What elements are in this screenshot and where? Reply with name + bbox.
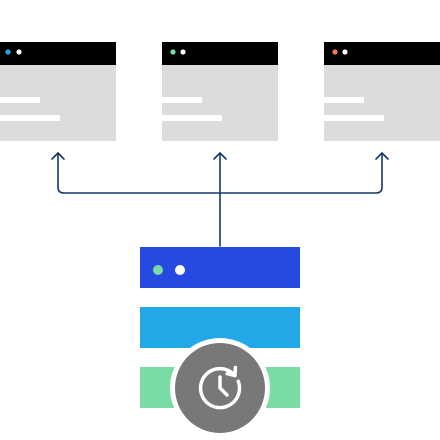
client-window-left	[0, 42, 116, 141]
connector-lines	[51, 152, 389, 247]
window-text-line	[0, 115, 60, 121]
server-status-dot-green	[153, 265, 163, 275]
refresh-clock-icon	[198, 365, 242, 410]
connector-right-branch	[219, 152, 383, 194]
window-text-line	[324, 115, 384, 121]
server-layer-top	[140, 247, 300, 288]
window-text-line	[324, 97, 364, 103]
window-dot-white	[342, 49, 348, 55]
sync-badge	[170, 338, 270, 438]
window-titlebar	[162, 42, 278, 65]
server-status-dot-white	[175, 265, 185, 275]
window-dot-colored	[5, 49, 11, 55]
window-titlebar	[324, 42, 440, 65]
window-dot-white	[180, 49, 186, 55]
window-dot-colored	[332, 49, 338, 55]
client-window-middle	[162, 42, 278, 141]
window-dot-colored	[170, 49, 176, 55]
window-dot-white	[16, 49, 22, 55]
window-text-line	[162, 115, 222, 121]
window-titlebar	[0, 42, 116, 65]
arrow-head-left	[51, 152, 65, 160]
connector-left-branch	[57, 152, 221, 194]
window-text-line	[162, 97, 202, 103]
client-window-right	[324, 42, 440, 141]
window-text-line	[0, 97, 40, 103]
arrow-head-right	[375, 152, 389, 160]
arrow-head-middle	[213, 152, 227, 160]
